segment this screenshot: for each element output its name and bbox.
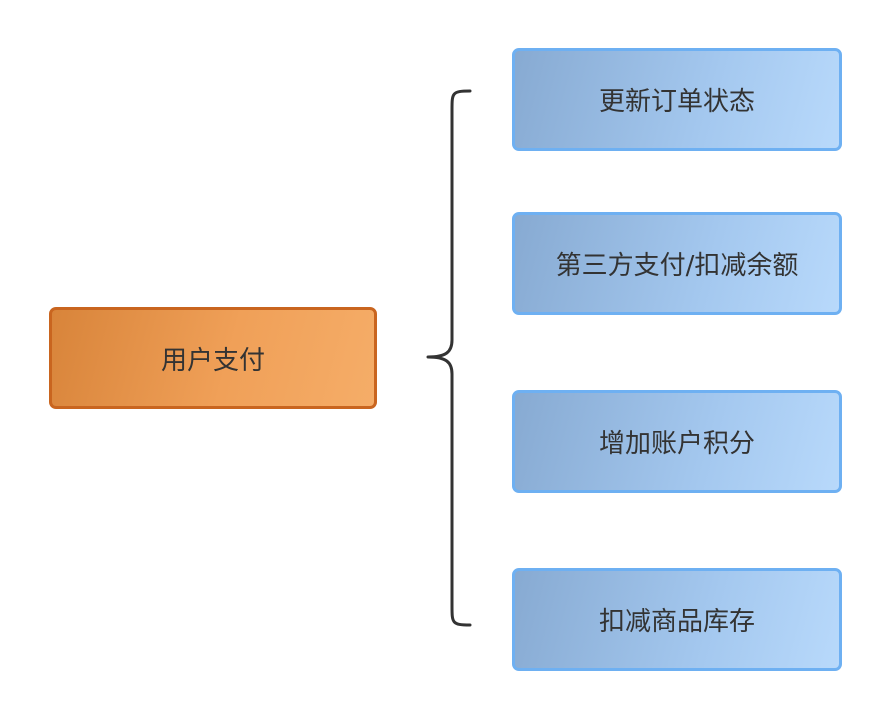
root-node-user-payment: 用户支付 (49, 307, 377, 409)
child-node-label: 更新订单状态 (598, 87, 755, 117)
brace-path (426, 89, 472, 627)
child-node-label: 第三方支付/扣减余额 (555, 251, 799, 281)
child-node-add-account-points: 增加账户积分 (512, 390, 842, 493)
child-node-label: 扣减商品库存 (598, 607, 755, 637)
root-node-label: 用户支付 (160, 345, 265, 376)
child-node-label: 增加账户积分 (598, 429, 755, 459)
child-node-update-order-status: 更新订单状态 (512, 48, 842, 151)
child-node-third-party-payment: 第三方支付/扣减余额 (512, 212, 842, 315)
child-node-deduct-inventory: 扣减商品库存 (512, 568, 842, 671)
